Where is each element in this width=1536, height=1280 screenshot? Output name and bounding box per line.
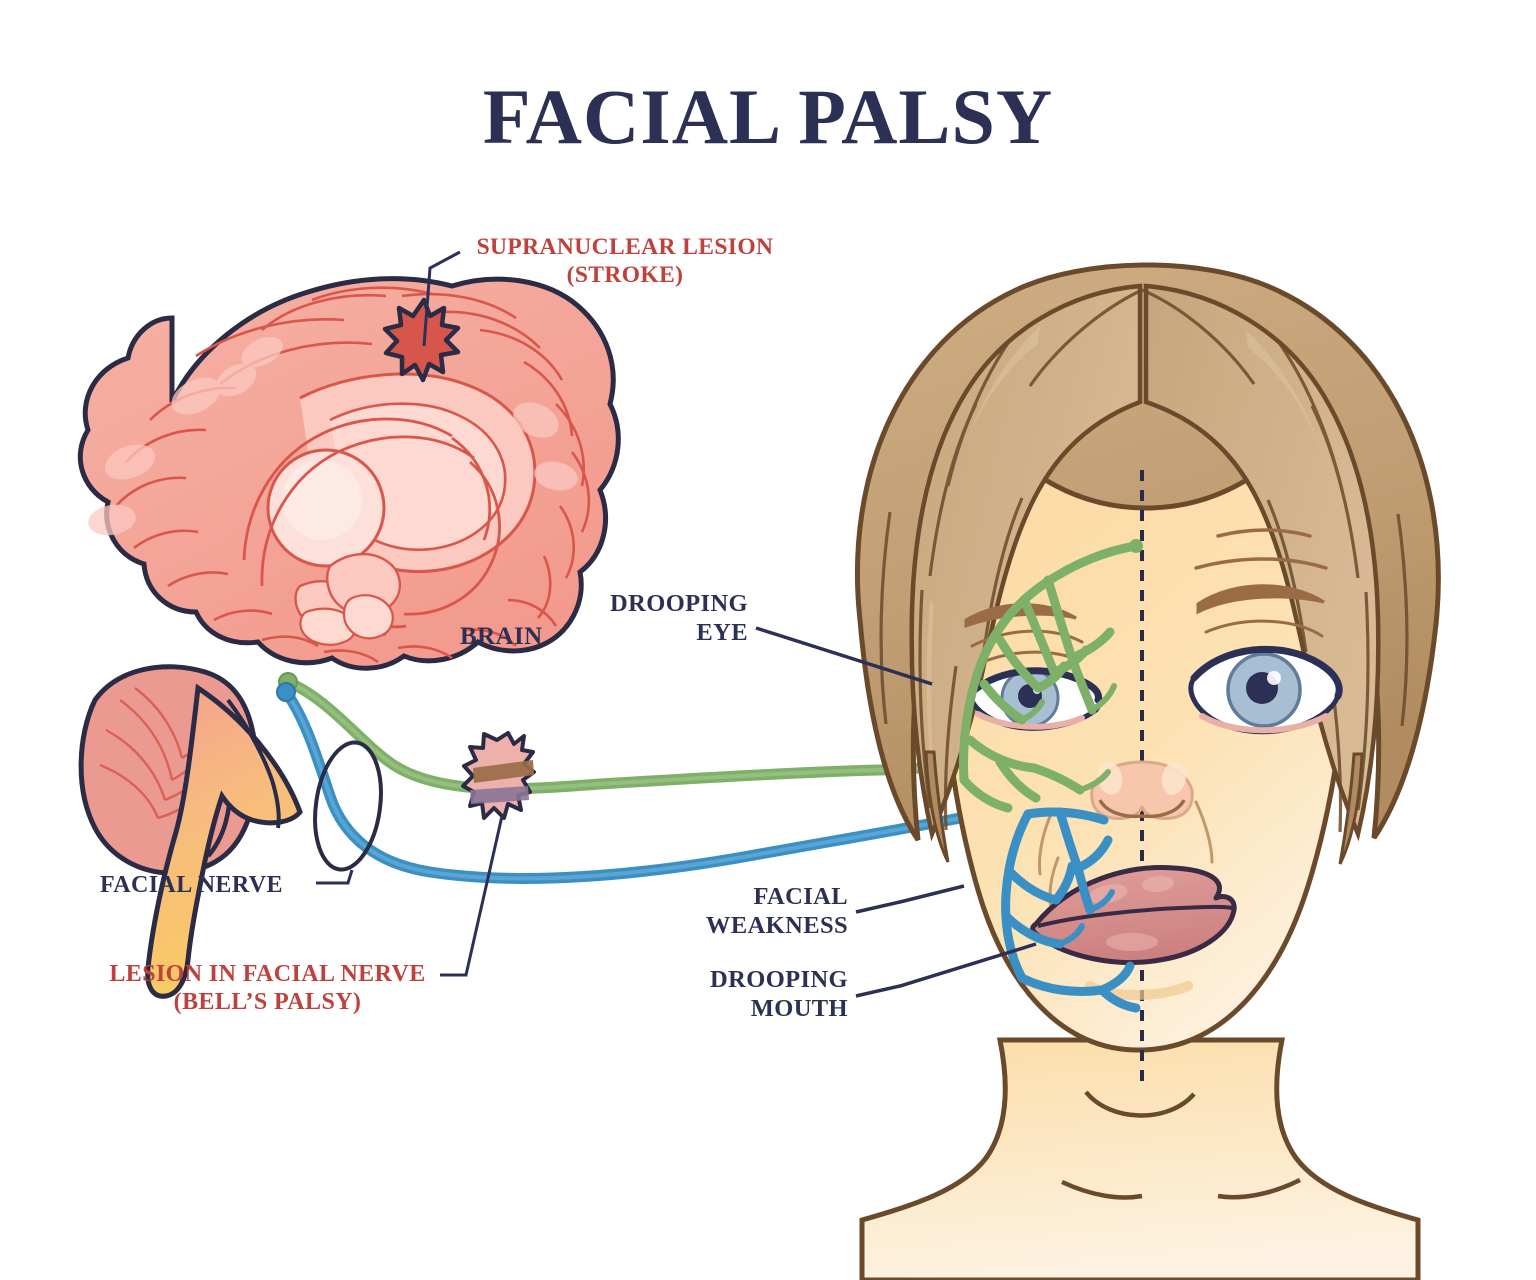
eyebrow-affected xyxy=(964,603,1077,629)
nerve-branches-blue xyxy=(1001,807,1141,1013)
nerve-branches-green xyxy=(959,541,1141,813)
leader-drooping-eye xyxy=(755,626,933,686)
cerebrum xyxy=(77,276,621,671)
forehead-wrinkles xyxy=(1194,528,1328,570)
brain-illustration xyxy=(77,250,621,999)
leader-bells-lesion xyxy=(440,815,504,977)
label-supranuclear-lesion: SUPRANUCLEAR LESION (STROKE) xyxy=(476,234,774,288)
leader-facial-weakness xyxy=(855,884,965,914)
label-facial-weakness: FACIAL WEAKNESS xyxy=(705,883,848,939)
face-illustration xyxy=(755,262,1441,1280)
label-drooping-eye: DROOPING EYE xyxy=(610,590,748,646)
page-title: FACIAL PALSY xyxy=(482,73,1054,160)
bells-palsy-lesion-marker xyxy=(461,731,536,820)
neck-and-shoulders xyxy=(859,1037,1421,1280)
label-brain: BRAIN xyxy=(460,623,543,650)
leader-supranuclear xyxy=(422,250,461,347)
supranuclear-lesion-marker xyxy=(382,297,461,383)
leader-drooping-mouth xyxy=(855,942,1037,998)
nerve-foramen-ellipse xyxy=(313,740,383,872)
eyebrow-normal xyxy=(1196,584,1325,615)
brainstem xyxy=(145,683,303,999)
label-drooping-mouth: DROOPING MOUTH xyxy=(710,966,848,1022)
label-lesion-in-facial-nerve: LESION IN FACIAL NERVE (BELL’S PALSY) xyxy=(109,961,426,1016)
eye-normal xyxy=(1188,645,1343,735)
nose xyxy=(1090,760,1194,820)
label-facial-nerve: FACIAL NERVE xyxy=(100,872,283,898)
leader-facial-nerve xyxy=(316,869,354,885)
